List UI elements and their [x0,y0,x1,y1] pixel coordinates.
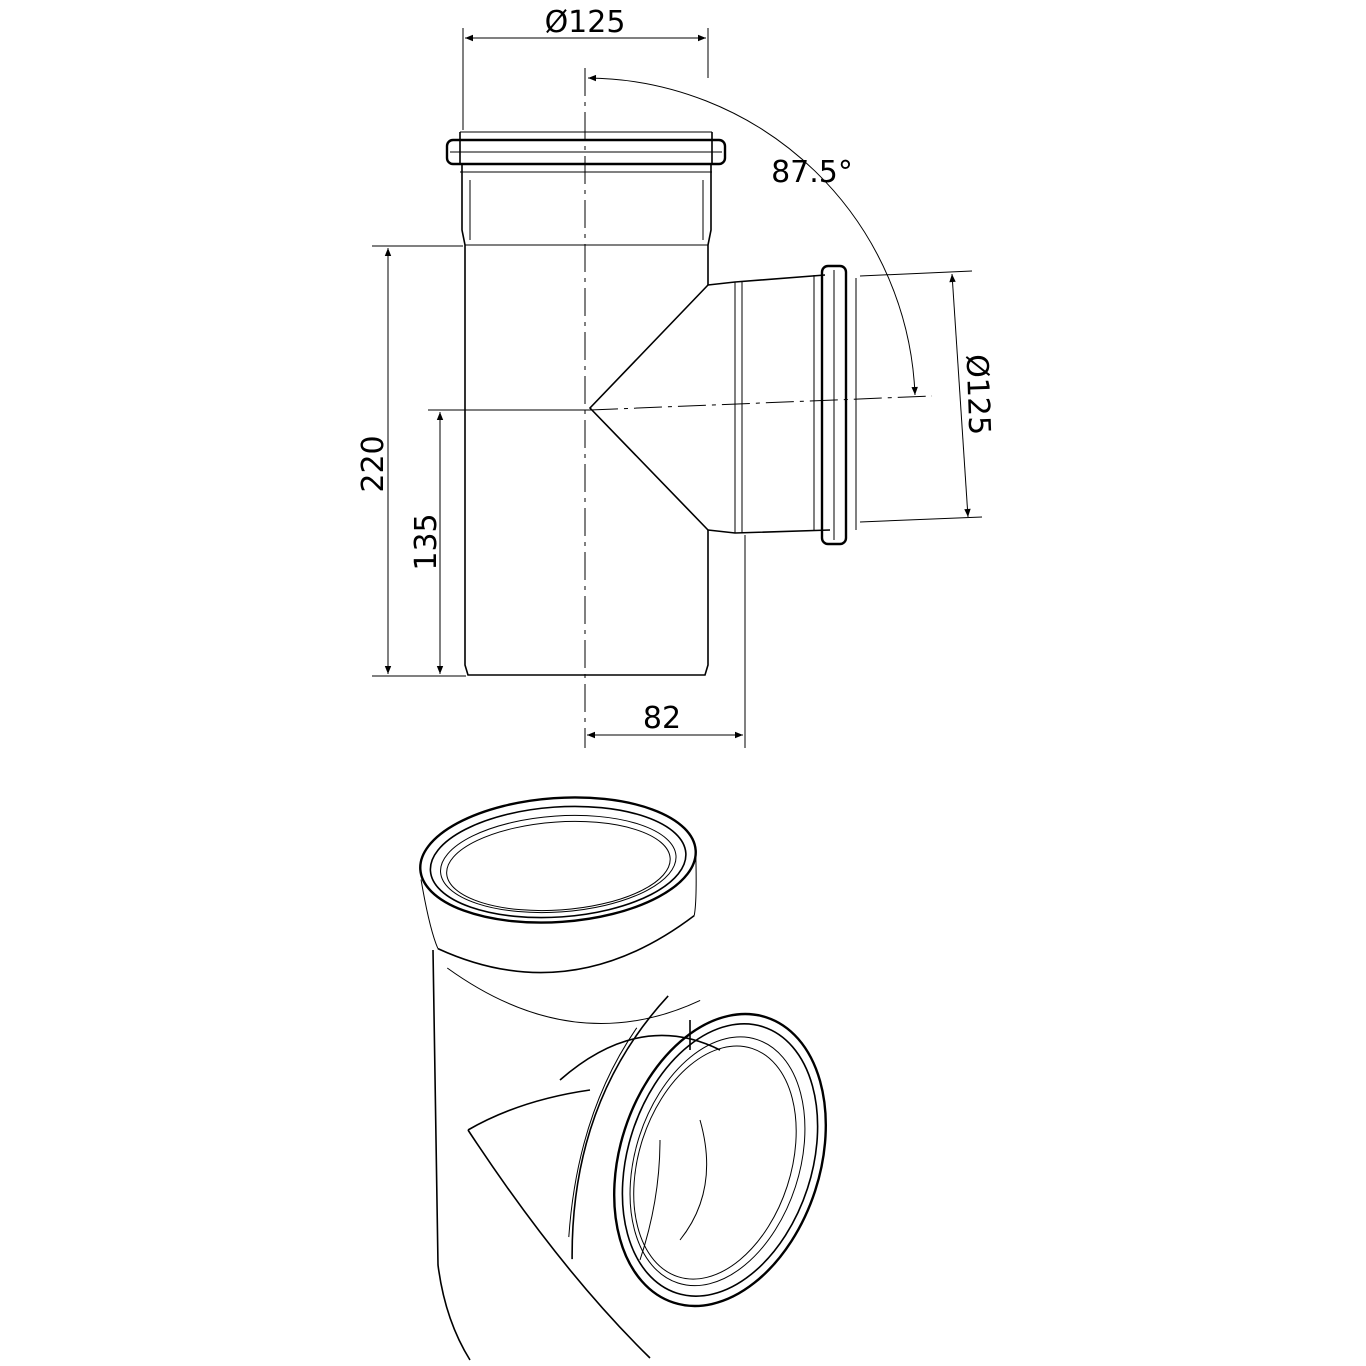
dimension-top-diameter: Ø125 [462,5,709,130]
dimension-branch-diameter: Ø125 [859,270,997,523]
dimension-angle: 87.5° [587,74,918,396]
branch-offset-label: 82 [643,701,681,736]
branch-height-label: 135 [409,513,444,570]
top-socket [445,131,727,676]
dimension-branch-offset: 82 [587,535,746,748]
side-view [445,68,933,748]
isometric-view [419,796,828,1361]
branch-diameter-label: Ø125 [959,354,997,436]
top-diameter-label: Ø125 [545,5,626,40]
dimension-branch-height: 135 [409,409,590,674]
angle-label: 87.5° [771,155,853,190]
dimension-overall-height: 220 [356,245,466,677]
branch-centerline [589,395,933,411]
overall-height-label: 220 [356,435,391,492]
